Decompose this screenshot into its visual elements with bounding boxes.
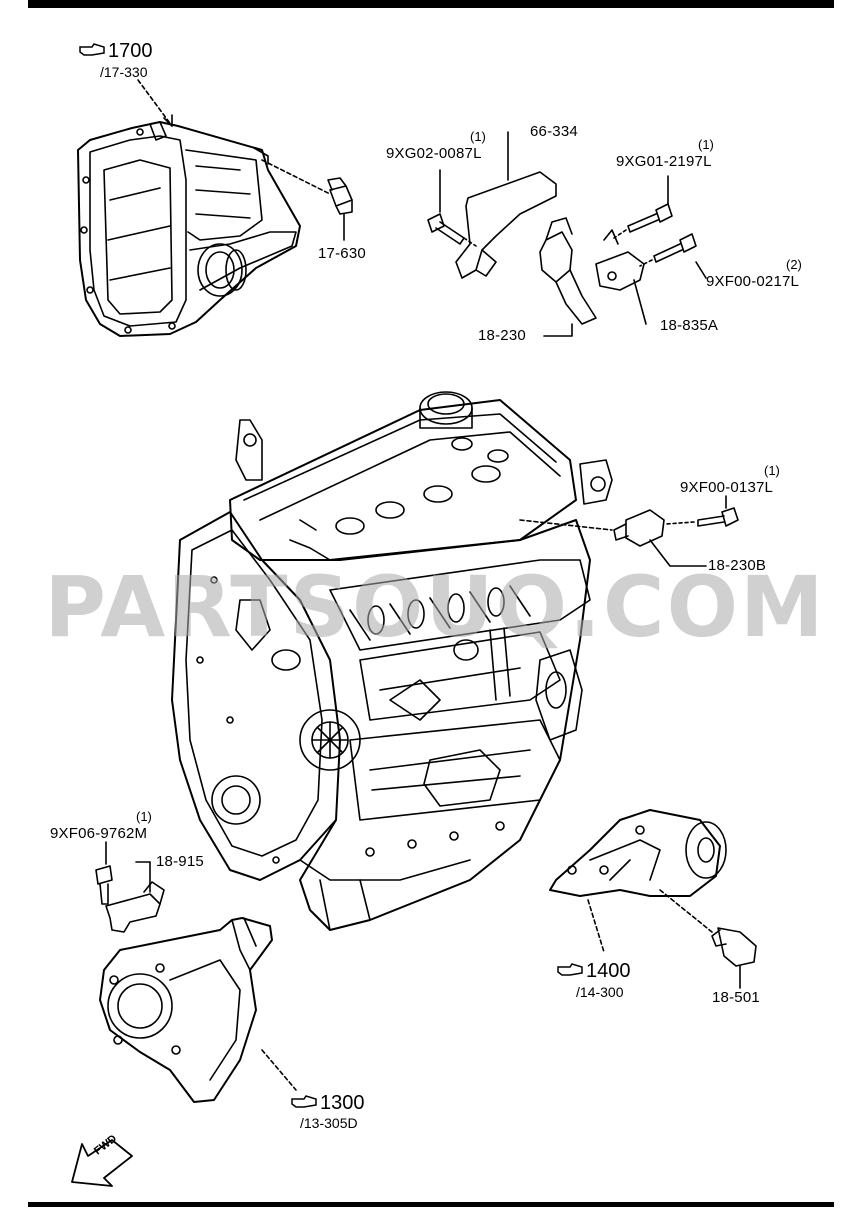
pointing-hand-icon [79, 43, 105, 56]
bolt-9xg01-2197l[interactable] [627, 203, 673, 233]
part-label-9xf06-9762m[interactable]: 9XF06-9762M [50, 825, 148, 842]
bracket-18-835a[interactable] [595, 229, 645, 291]
part-label-18-230b[interactable]: 18-230B [708, 557, 767, 574]
qty-9xf00-0137l: (1) [764, 463, 780, 478]
water-pump-housing[interactable] [99, 917, 273, 1103]
sensor-18-230[interactable] [539, 217, 597, 325]
part-label-9xf00-0217l[interactable]: 9XF00-0217L [706, 273, 800, 290]
sensor-17-630[interactable] [327, 177, 353, 215]
top-border [28, 0, 834, 8]
leader-1700 [137, 79, 173, 127]
leader-9xf00-0217l [695, 261, 707, 279]
part-label-18-915[interactable]: 18-915 [156, 853, 204, 870]
reference-page-1300[interactable]: /13-305D [300, 1115, 358, 1131]
leader-18-230b [649, 539, 707, 567]
qty-9xg02: (1) [470, 129, 486, 144]
pointing-hand-icon [557, 963, 583, 976]
oil-filter-housing[interactable] [549, 809, 727, 897]
reference-page-1400[interactable]: /14-300 [576, 984, 624, 1000]
reference-1300[interactable]: 1300 [290, 1092, 365, 1114]
bolt-9xg02-0087l[interactable] [427, 213, 465, 245]
part-label-18-835a[interactable]: 18-835A [660, 317, 719, 334]
leader-18-230 [543, 323, 573, 337]
part-label-18-230[interactable]: 18-230 [478, 327, 526, 344]
part-label-9xg02-0087l[interactable]: 9XG02-0087L [386, 145, 482, 162]
bolt-9xf00-0217l[interactable] [653, 233, 697, 263]
leader-17-630-dash [261, 159, 331, 195]
engine-assembly[interactable] [171, 391, 613, 931]
leader-1300 [261, 1049, 297, 1091]
reference-1700[interactable]: 1700 [78, 40, 153, 62]
part-label-9xg01-2197l[interactable]: 9XG01-2197L [616, 153, 712, 170]
qty-9xf00-0217l: (2) [786, 257, 802, 272]
qty-9xg01: (1) [698, 137, 714, 152]
reference-1400[interactable]: 1400 [556, 960, 631, 982]
part-label-18-501[interactable]: 18-501 [712, 989, 760, 1006]
part-label-9xf00-0137l[interactable]: 9XF00-0137L [680, 479, 774, 496]
reference-number: 1300 [320, 1092, 365, 1114]
bolt-9xf00-0137l[interactable] [697, 507, 739, 527]
pointing-hand-icon [291, 1095, 317, 1108]
sensor-18-230b[interactable] [613, 509, 665, 547]
qty-9xf06-9762m: (1) [136, 809, 152, 824]
reference-number: 1700 [108, 40, 153, 62]
bracket-66-334[interactable] [455, 171, 557, 279]
forward-arrow-icon [71, 1139, 133, 1187]
reference-number: 1400 [586, 960, 631, 982]
transmission-housing[interactable] [77, 121, 301, 337]
reference-page-1700[interactable]: /17-330 [100, 64, 148, 80]
sender-18-501[interactable] [711, 927, 757, 967]
bolt-9xf06-9762m[interactable] [95, 865, 113, 905]
part-label-17-630[interactable]: 17-630 [318, 245, 366, 262]
leader-18-835a [633, 279, 647, 325]
sensor-18-915[interactable] [105, 881, 165, 933]
bottom-border [28, 1202, 834, 1207]
part-label-66-334[interactable]: 66-334 [530, 123, 578, 140]
leader-1400 [587, 899, 605, 953]
